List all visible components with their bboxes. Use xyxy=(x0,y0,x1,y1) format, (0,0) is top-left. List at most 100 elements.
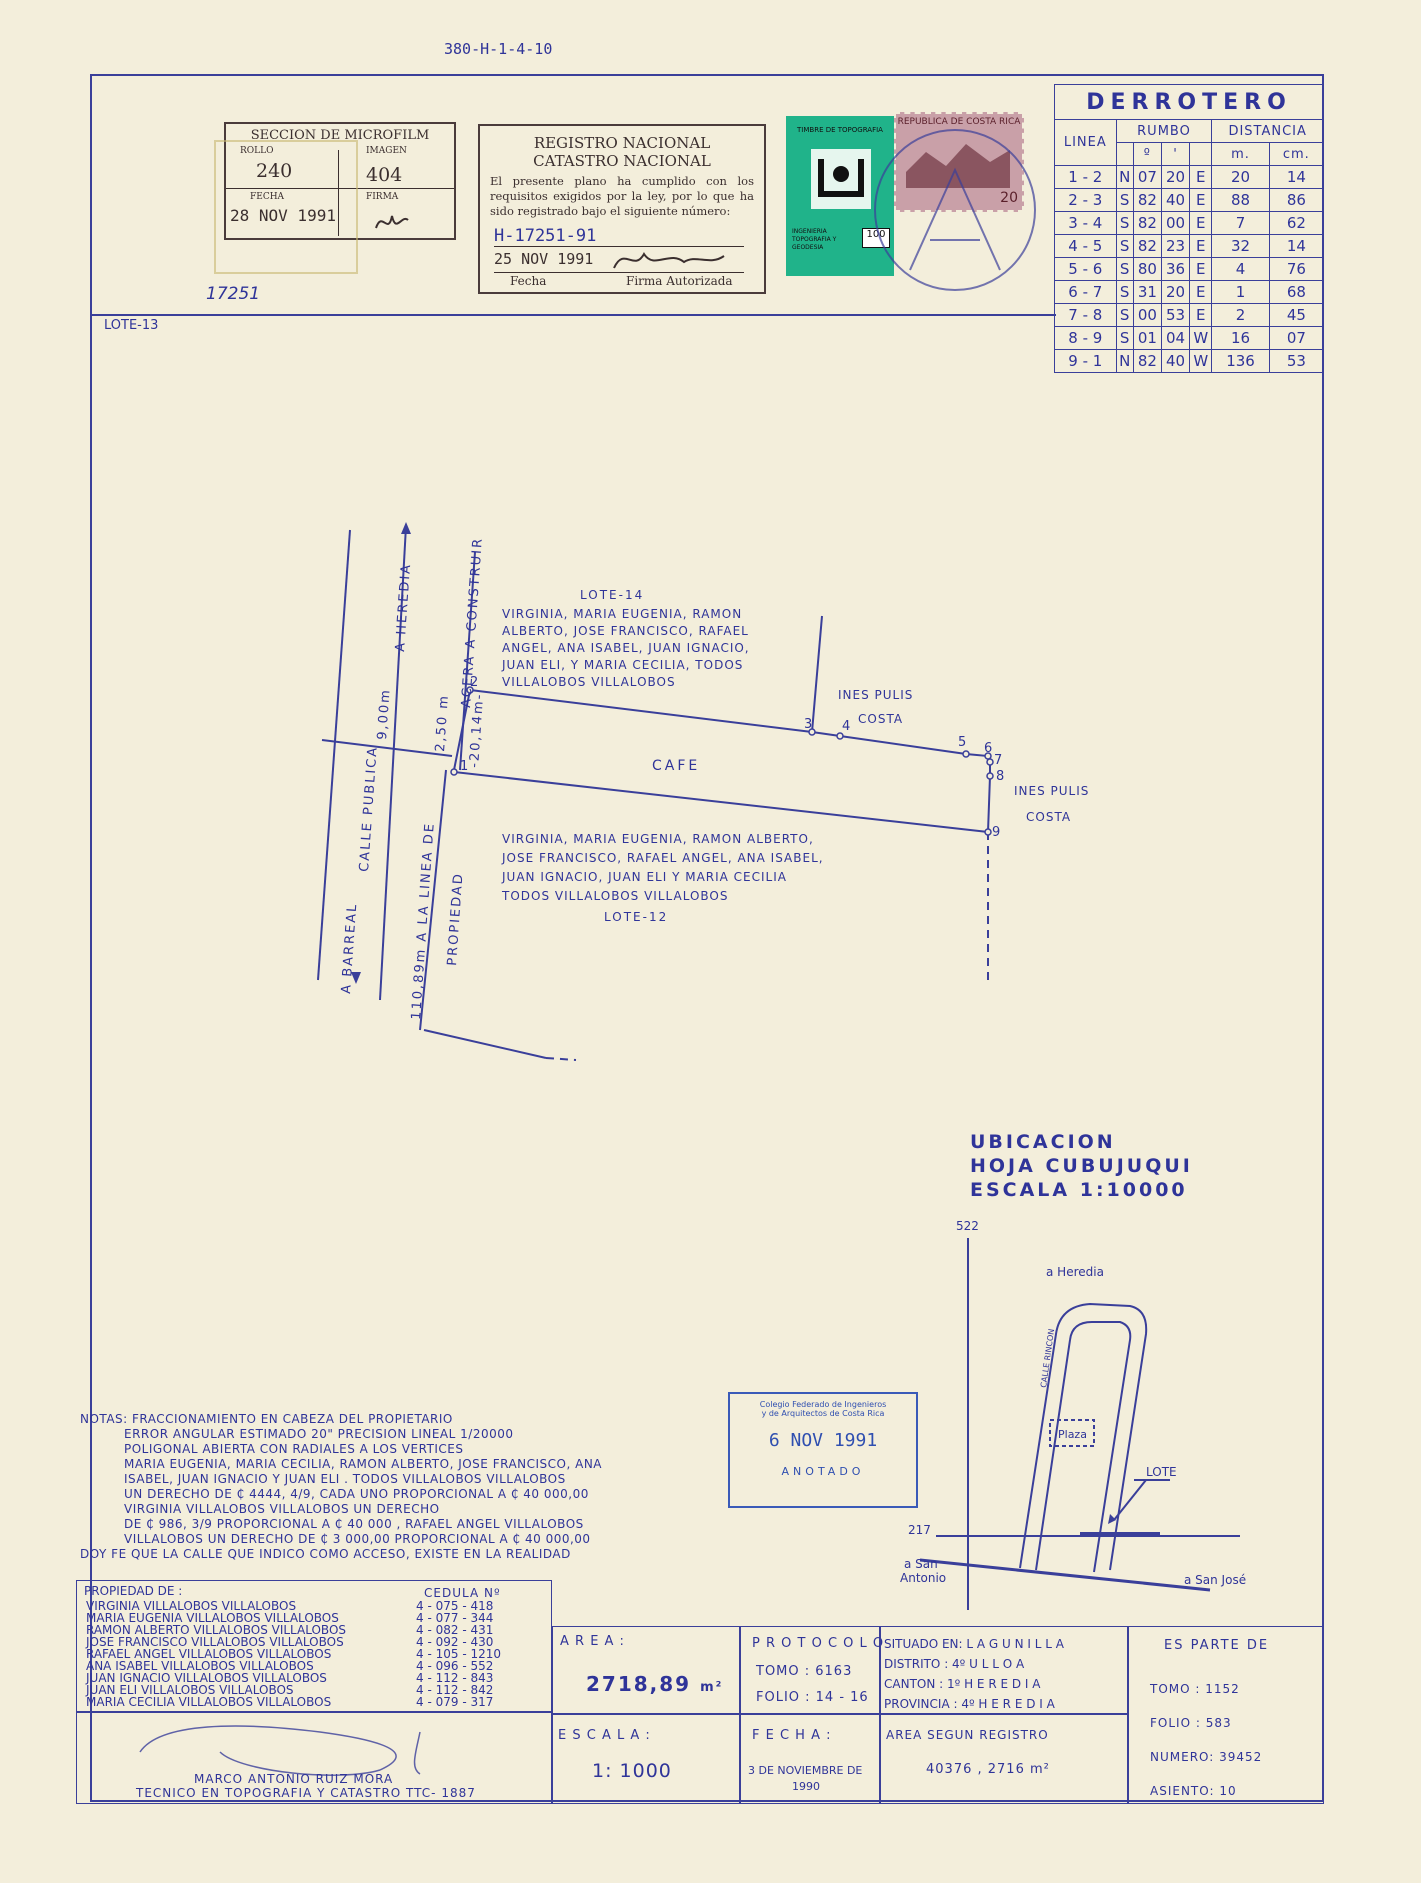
escala-box xyxy=(552,1714,740,1804)
derrotero-cell: 5 - 6 xyxy=(1054,257,1117,281)
derrotero-cell: 20 xyxy=(1160,165,1191,189)
parte-block: TOMO : 1152 FOLIO : 583 NUMERO: 39452 AS… xyxy=(1150,1672,1262,1808)
ubicacion-hoja: HOJA CUBUJUQUI xyxy=(970,1155,1193,1177)
area-registro-label: AREA SEGUN REGISTRO xyxy=(886,1728,1049,1742)
parte-numero: NUMERO: 39452 xyxy=(1150,1750,1263,1764)
nota-line: ISABEL, JUAN IGNACIO Y JUAN ELI . TODOS … xyxy=(124,1472,566,1486)
derrotero-cell: E xyxy=(1189,303,1213,327)
derrotero-cell: 20 xyxy=(1160,280,1191,304)
fecha-l2: 1990 xyxy=(792,1780,820,1793)
ancho-label: 9,00m xyxy=(375,688,394,741)
registro-text: El presente plano ha cumplido con los re… xyxy=(490,174,754,218)
situado-block: SITUADO EN: L A G U N I L L A DISTRITO :… xyxy=(884,1634,1064,1714)
derrotero-cell: E xyxy=(1189,257,1213,281)
south-owner-line: VIRGINIA, MARIA EUGENIA, RAMON ALBERTO, xyxy=(502,832,814,846)
derrotero-cell: 1 - 2 xyxy=(1054,165,1117,189)
fecha-box xyxy=(740,1714,880,1804)
derrotero-cell: 53 xyxy=(1268,349,1325,373)
owner-name: ANA ISABEL VILLALOBOS VILLALOBOS xyxy=(86,1659,314,1673)
map-san-jose: a San José xyxy=(1184,1573,1246,1587)
protocolo-folio: FOLIO : 14 - 16 xyxy=(756,1690,869,1705)
escala-value: 1: 1000 xyxy=(592,1760,672,1782)
protocolo-box xyxy=(740,1626,880,1714)
notas-block: NOTAS: FRACCIONAMIENTO EN CABEZA DEL PRO… xyxy=(80,1412,602,1562)
owner-cedula: 4 - 079 - 317 xyxy=(416,1695,494,1709)
derrotero-cell: 9 - 1 xyxy=(1054,349,1117,373)
microfilm-title: SECCION DE MICROFILM xyxy=(250,128,430,143)
owner-name: RAMON ALBERTO VILLALOBOS VILLALOBOS xyxy=(86,1623,347,1637)
owner-cedula: 4 - 077 - 344 xyxy=(416,1611,494,1625)
postmark-icon xyxy=(874,129,1036,291)
situado-l1: SITUADO EN: L A G U N I L L A xyxy=(884,1637,1064,1651)
propiedad-box xyxy=(76,1580,552,1712)
map-plaza: Plaza xyxy=(1058,1428,1087,1441)
nota-line: UN DERECHO DE ₵ 4444, 4/9, CADA UNO PROP… xyxy=(124,1487,589,1501)
owner-cedula: 4 - 092 - 430 xyxy=(416,1635,494,1649)
owner-row: MARIA CECILIA VILLALOBOS VILLALOBOS 4 - 0… xyxy=(86,1696,546,1708)
nota-line: VILLALOBOS UN DERECHO DE ₵ 3 000,00 PROP… xyxy=(124,1532,591,1546)
vertex-6: 6 xyxy=(984,741,992,756)
derrotero-cell: S xyxy=(1115,303,1134,327)
derrotero-cell: W xyxy=(1189,326,1213,350)
timbre-bottom: INGENIERIA TOPOGRAFIA Y GEODESIA xyxy=(792,228,837,251)
a-heredia-label: A HEREDIA xyxy=(393,562,414,652)
registro-fecha-label: Fecha xyxy=(510,274,547,288)
south-owner-line: JOSE FRANCISCO, RAFAEL ANGEL, ANA ISABEL… xyxy=(502,851,824,865)
derrotero-cell: 8 - 9 xyxy=(1054,326,1117,350)
owner-name: JUAN IGNACIO VILLALOBOS VILLALOBOS xyxy=(86,1671,327,1685)
map-coord-top: 522 xyxy=(956,1219,979,1233)
escala-label: E S C A L A : xyxy=(558,1728,651,1743)
col-distancia: DISTANCIA xyxy=(1211,119,1324,143)
registro-title1: REGISTRO NACIONAL xyxy=(533,134,711,152)
registro-stamp: REGISTRO NACIONAL CATASTRO NACIONAL El p… xyxy=(478,124,766,294)
owner-row: RAMON ALBERTO VILLALOBOS VILLALOBOS 4 - 0… xyxy=(86,1624,546,1636)
ubicacion-title: UBICACION xyxy=(970,1131,1116,1153)
derrotero-cell: 7 xyxy=(1211,211,1270,235)
imagen-label: IMAGEN xyxy=(366,146,407,156)
lote-polygon xyxy=(453,689,991,834)
imagen-value: 404 xyxy=(366,164,403,186)
sub-min: ' xyxy=(1160,142,1191,166)
rollo-value: 240 xyxy=(256,160,293,182)
derrotero-cell: 00 xyxy=(1160,211,1191,235)
derrotero-cell: 82 xyxy=(1132,188,1162,212)
south-owner-line: JUAN IGNACIO, JUAN ELI Y MARIA CECILIA xyxy=(502,870,787,884)
owner-name: MARIA EUGENIA VILLALOBOS VILLALOBOS xyxy=(86,1611,339,1625)
postage-stamp: REPUBLICA DE COSTA RICA 20 xyxy=(894,112,1024,212)
owner-cedula: 4 - 082 - 431 xyxy=(416,1623,494,1637)
area-unit: m² xyxy=(700,1680,724,1695)
margin-note: 17251 xyxy=(206,284,261,304)
map-lote: LOTE xyxy=(1146,1465,1177,1479)
colegio-date: 6 NOV 1991 xyxy=(768,1430,878,1451)
derrotero-cell: 07 xyxy=(1132,165,1162,189)
timbre-stamp: TIMBRE DE TOPOGRAFIA INGENIERIA TOPOGRAF… xyxy=(786,116,894,276)
derrotero-cell: 4 xyxy=(1211,257,1270,281)
nota-line: ERROR ANGULAR ESTIMADO 20" PRECISION LIN… xyxy=(124,1427,514,1441)
derrotero-cell: 7 - 8 xyxy=(1054,303,1117,327)
owner-cedula: 4 - 075 - 418 xyxy=(416,1599,494,1613)
timbre-top: TIMBRE DE TOPOGRAFIA xyxy=(797,126,883,134)
cedula-label: CEDULA Nº xyxy=(424,1586,501,1600)
north-owner-line: ALBERTO, JOSE FRANCISCO, RAFAEL xyxy=(502,624,749,638)
registro-number: H-17251-91 xyxy=(494,226,597,246)
parte-label: ES PARTE DE xyxy=(1164,1638,1270,1653)
tecnico-name: MARCO ANTONIO RUIZ MORA xyxy=(194,1772,394,1786)
arrow-up-icon xyxy=(401,522,411,534)
derrotero-cell: 16 xyxy=(1211,326,1270,350)
colegio-l1: Colegio Federado de Ingenieros xyxy=(759,1400,887,1409)
derrotero-cell: 07 xyxy=(1268,326,1325,350)
owner-name: MARIA CECILIA VILLALOBOS VILLALOBOS xyxy=(86,1695,332,1709)
fecha-label: F E C H A : xyxy=(752,1728,832,1743)
colegio-anotado: ANOTADO xyxy=(781,1465,865,1478)
calle-label: CALLE PUBLICA xyxy=(357,745,381,872)
lote14-label: LOTE-14 xyxy=(580,588,645,602)
derrotero-cell: 20 xyxy=(1211,165,1270,189)
owner-row: MARIA EUGENIA VILLALOBOS VILLALOBOS 4 - 0… xyxy=(86,1612,546,1624)
colegio-l2: y de Arquitectos de Costa Rica xyxy=(761,1409,885,1418)
